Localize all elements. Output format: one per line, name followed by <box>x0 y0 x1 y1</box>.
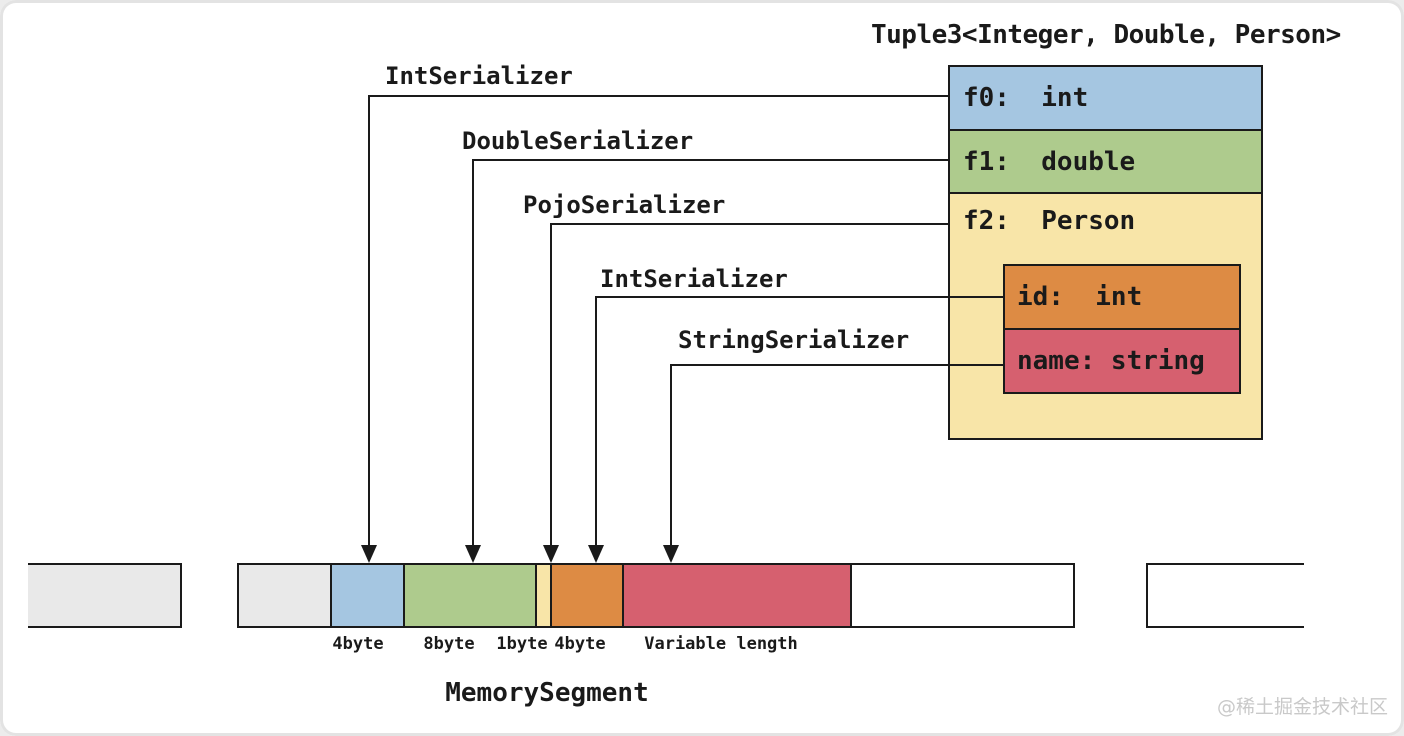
segment-size-label-1byte: 1byte <box>496 634 548 654</box>
segment-size-label-4byte-b: 4byte <box>554 634 606 654</box>
watermark: @稀土掘金技术社区 <box>1216 696 1388 718</box>
connector-line-f0 <box>368 95 948 97</box>
segment-id-int <box>552 565 624 626</box>
segment-size-label-variable: Variable length <box>644 634 798 654</box>
memory-segment-bar <box>237 563 1075 628</box>
segment-free-space <box>852 565 1073 626</box>
connector-line-name <box>670 364 1003 366</box>
segment-f2-header <box>537 565 552 626</box>
connector-line-id-vertical <box>595 296 597 545</box>
serializer-label-string: StringSerializer <box>678 326 910 354</box>
connector-line-name-vertical <box>670 364 672 545</box>
serializer-label-int-id: IntSerializer <box>600 265 788 293</box>
down-arrow-icon-f2 <box>543 545 559 563</box>
down-arrow-icon-id <box>588 545 604 563</box>
person-field-name: name: string <box>1005 328 1239 392</box>
memory-segment-next <box>1146 563 1304 628</box>
person-pojo-box: id: int name: string <box>1003 264 1241 394</box>
connector-line-f1 <box>472 159 948 161</box>
memory-segment-caption: MemorySegment <box>445 678 649 708</box>
tuple-type-title: Tuple3<Integer, Double, Person> <box>871 20 1341 50</box>
memory-segment-previous <box>28 563 182 628</box>
serializer-label-int-f0: IntSerializer <box>385 62 573 90</box>
person-field-id: id: int <box>1005 266 1239 328</box>
connector-line-f2-vertical <box>550 223 552 545</box>
segment-f0-int <box>332 565 405 626</box>
connector-line-f2 <box>550 223 948 225</box>
segment-size-label-4byte-a: 4byte <box>332 634 384 654</box>
tuple-field-f1: f1: double <box>950 131 1261 194</box>
serializer-label-double: DoubleSerializer <box>462 127 694 155</box>
serializer-label-pojo: PojoSerializer <box>523 191 726 219</box>
down-arrow-icon-name <box>663 545 679 563</box>
down-arrow-icon-f0 <box>361 545 377 563</box>
connector-line-f1-vertical <box>472 159 474 545</box>
segment-header <box>239 565 332 626</box>
segment-name-string <box>624 565 852 626</box>
tuple-field-f0: f0: int <box>950 67 1261 131</box>
segment-f1-double <box>405 565 537 626</box>
connector-line-f0-vertical <box>368 95 370 545</box>
segment-size-label-8byte: 8byte <box>423 634 475 654</box>
down-arrow-icon-f1 <box>465 545 481 563</box>
connector-line-id <box>595 296 1003 298</box>
